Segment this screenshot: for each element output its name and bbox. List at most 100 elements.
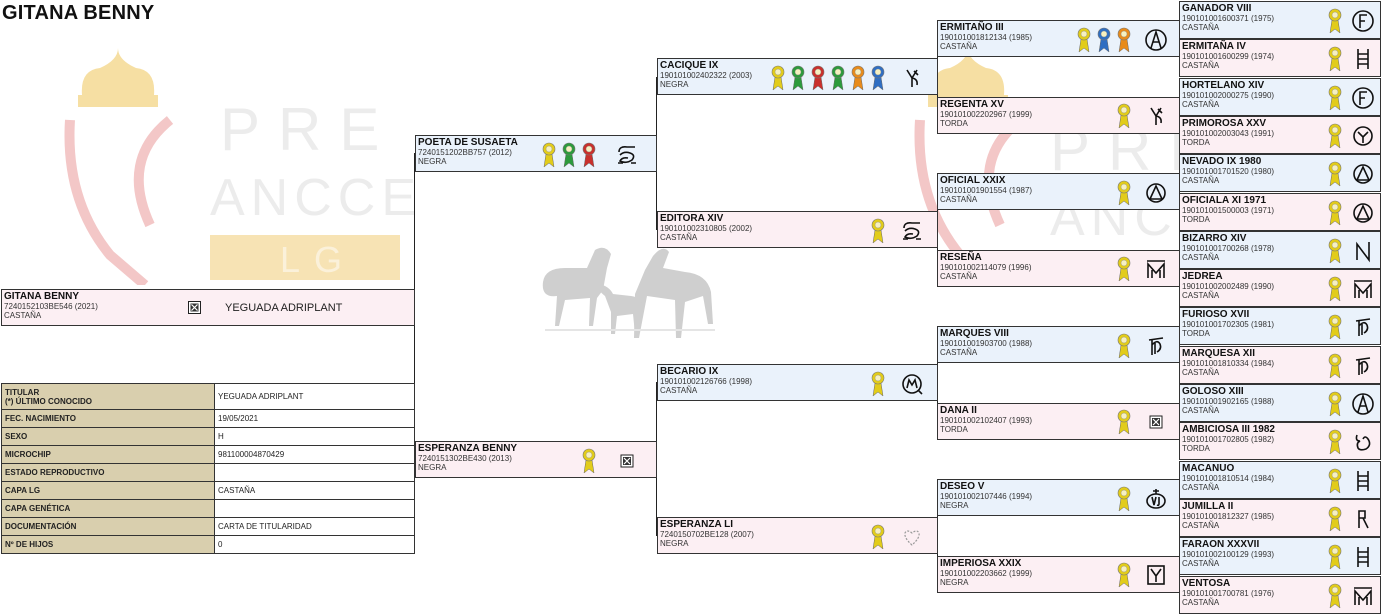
info-label: DOCUMENTACIÓN xyxy=(1,517,215,536)
horse-coat: TORDA xyxy=(1182,214,1210,224)
info-value: CARTA DE TITULARIDAD xyxy=(214,517,415,536)
horse-name: DANA II xyxy=(940,404,977,416)
horse-name: AMBICIOSA III 1982 xyxy=(1182,424,1275,436)
horse-code: 190101002126766 (1998) xyxy=(660,377,753,386)
info-label: CAPA LG xyxy=(1,481,215,500)
award-rosette-icon xyxy=(1117,101,1131,129)
award-rosette-icon xyxy=(1117,25,1131,53)
horse-name: GITANA BENNY xyxy=(4,291,79,302)
award-rosette-icon xyxy=(582,140,596,168)
horse-coat: NEGRA xyxy=(418,157,447,166)
horse-code: 190101001702305 (1981) xyxy=(1182,320,1275,330)
brand-heart-icon xyxy=(899,524,925,550)
page-title: GITANA BENNY xyxy=(2,2,155,24)
horse-name: CACIQUE IX xyxy=(660,60,719,71)
brand-a-circle-icon xyxy=(1143,27,1169,53)
award-rosette-icon xyxy=(1328,83,1342,111)
horse-name: BECARIO IX xyxy=(660,366,719,377)
brand-s-mark-icon xyxy=(614,142,640,168)
award-rosette-icon xyxy=(1328,389,1342,417)
brand-y-shield-icon xyxy=(1143,562,1169,588)
brand-a-circle-icon xyxy=(1350,391,1376,417)
horse-name: VENTOSA xyxy=(1182,577,1231,589)
horse-name: ESPERANZA LI xyxy=(660,519,733,530)
brand-box-x-icon xyxy=(1143,409,1169,435)
award-rosette-icon xyxy=(1328,581,1342,609)
horse-name: FARAON XXXVII xyxy=(1182,539,1260,551)
award-rosette-icon xyxy=(1328,6,1342,34)
brand-m-curl-icon xyxy=(1350,353,1376,379)
horse-coat: CASTAÑA xyxy=(940,42,978,51)
horse-name: MACANUO xyxy=(1182,462,1235,474)
horse-code: 190101002402322 (2003) xyxy=(660,71,753,80)
horse-coat: CASTAÑA xyxy=(4,311,42,320)
award-rosette-icon xyxy=(1328,274,1342,302)
brand-ladder-icon xyxy=(1350,46,1376,72)
info-label: CAPA GENÉTICA xyxy=(1,499,215,518)
award-rosette-icon xyxy=(1117,331,1131,359)
horse-code: 190101001701520 (1980) xyxy=(1182,167,1275,177)
horse-name: JUMILLA II xyxy=(1182,500,1234,512)
horse-code: 190101002114079 (1996) xyxy=(940,262,1032,272)
award-rosette-icon xyxy=(1117,178,1131,206)
horse-name: REGENTA XV xyxy=(940,98,1004,110)
horse-code: 190101001812134 (1985) xyxy=(940,33,1033,42)
brand-y-mark-icon xyxy=(1143,103,1169,129)
horse-name: ERMITAÑA IV xyxy=(1182,41,1246,53)
info-label: FEC. NACIMIENTO xyxy=(1,409,215,428)
award-rosette-icon xyxy=(1328,542,1342,570)
horse-name: PRIMOROSA XXV xyxy=(1182,117,1267,129)
info-row: CAPA GENÉTICA xyxy=(1,499,415,518)
subject-horse-card[interactable]: GITANA BENNY 7240152103BE546 (2021) CAST… xyxy=(1,289,415,326)
award-rosette-icon xyxy=(582,446,596,474)
horse-name: IMPERIOSA XXIX xyxy=(940,557,1022,569)
horse-name: ERMITAÑO III xyxy=(940,22,1004,33)
info-value: CASTAÑA xyxy=(214,481,415,500)
award-rosette-icon xyxy=(1328,121,1342,149)
info-value: YEGUADA ADRIPLANT xyxy=(214,383,415,410)
award-rosette-icon xyxy=(1328,427,1342,455)
brand-circle-tri-icon xyxy=(1350,200,1376,226)
horse-coat: CASTAÑA xyxy=(1182,367,1220,377)
horse-silhouette-image xyxy=(542,247,715,338)
info-value: 19/05/2021 xyxy=(214,409,415,428)
horse-coat: CASTAÑA xyxy=(660,386,698,395)
horse-code: 190101001902165 (1988) xyxy=(1182,397,1275,406)
horse-coat: CASTAÑA xyxy=(1182,291,1220,301)
wm-pre: PRE xyxy=(220,96,397,163)
